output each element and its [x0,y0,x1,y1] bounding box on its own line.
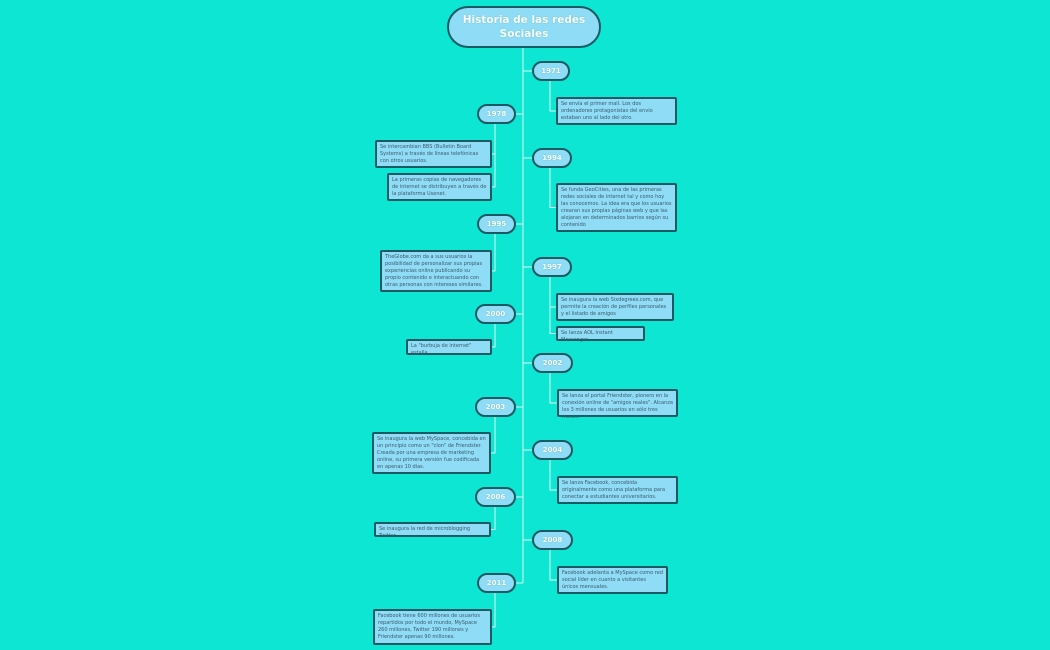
note-connector [491,417,496,454]
event-note[interactable]: Facebook tiene 600 millones de usuarios … [373,609,492,645]
central-topic-text: Historia de las redes Sociales [462,14,586,40]
year-node-2003[interactable]: 2003 [475,397,516,417]
central-topic[interactable]: Historia de las redes Sociales [447,6,601,48]
note-connector [549,550,557,581]
note-connector [549,168,556,208]
year-node-2008[interactable]: 2008 [532,530,573,550]
note-connector [491,507,496,530]
year-node-1971[interactable]: 1971 [532,61,570,81]
event-note[interactable]: Se inaugura la web MySpace, concebida en… [372,432,491,474]
event-note[interactable]: Se inaugura la red de microblogging Twit… [374,522,491,539]
event-note[interactable]: Se funda GeoCities, una de las primeras … [556,183,677,232]
event-note[interactable]: Se lanza el portal Friendster, pionero e… [557,389,678,420]
year-node-2004[interactable]: 2004 [532,440,573,460]
note-connector [549,81,556,112]
note-connector [549,277,556,334]
event-note[interactable]: Se inaugura la web Sixdegrees.com, que p… [556,293,674,321]
year-node-2000[interactable]: 2000 [475,304,516,324]
year-node-2002[interactable]: 2002 [532,353,573,373]
note-connector [492,234,496,272]
note-connector [492,124,496,188]
note-connector [492,324,496,348]
year-node-1978[interactable]: 1978 [477,104,516,124]
event-note[interactable]: Se envía el primer mail. Los dos ordenad… [556,97,677,125]
event-note[interactable]: Se intercambian BBS (Bulletin Board Syst… [375,140,492,168]
year-node-1997[interactable]: 1997 [532,257,572,277]
note-connector [549,373,557,404]
event-note[interactable]: La primeras copias de navegadores de int… [387,173,492,201]
event-note[interactable]: TheGlobe.com da a sus usuarios la posibi… [380,250,492,292]
event-note[interactable]: Facebook adelanta a MySpace como red soc… [557,566,668,594]
event-note[interactable]: La "burbuja de internet" estalla. [406,339,492,356]
year-node-1994[interactable]: 1994 [532,148,572,168]
event-note[interactable]: Se lanza Facebook, concebida originalmen… [557,476,678,504]
year-node-2006[interactable]: 2006 [475,487,516,507]
year-node-2011[interactable]: 2011 [477,573,516,593]
note-connector [492,593,496,628]
note-connector [549,460,557,491]
event-note[interactable]: Se lanza AOL Instant Messenger. [556,326,645,343]
year-node-1995[interactable]: 1995 [477,214,516,234]
